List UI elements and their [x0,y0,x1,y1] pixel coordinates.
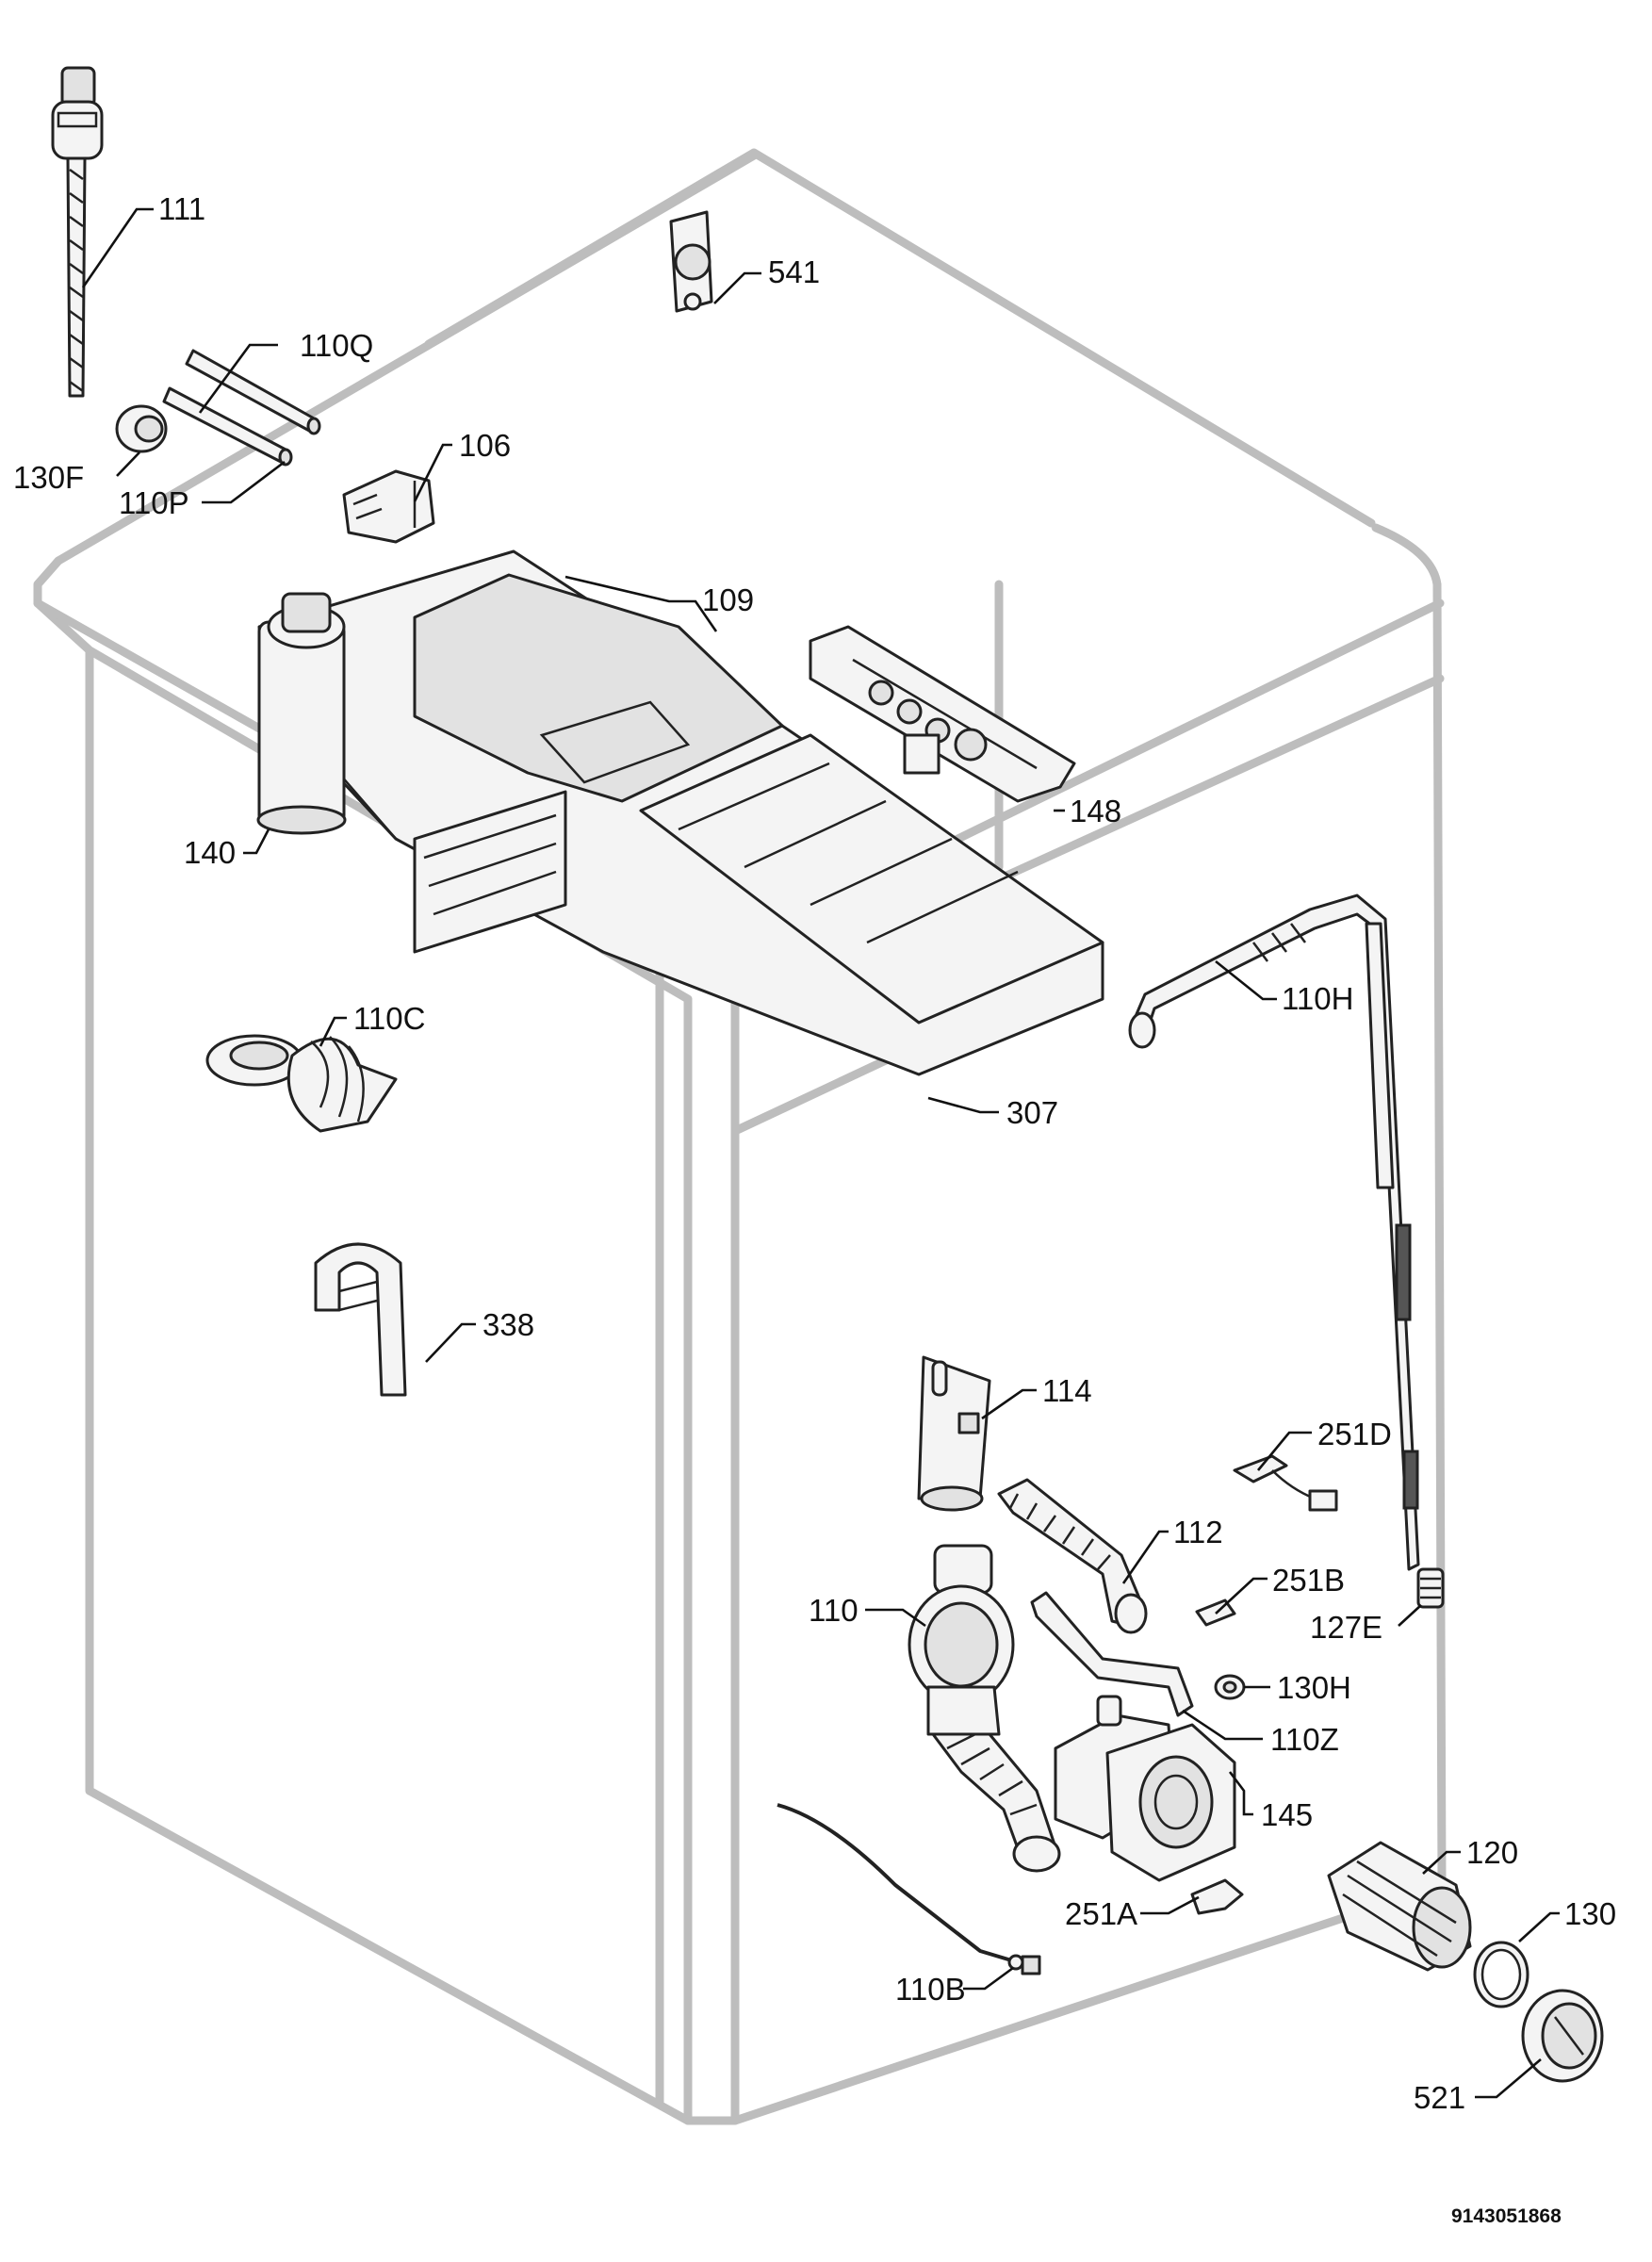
o-ring-part [1473,1941,1529,2008]
label-114: 114 [1042,1373,1092,1408]
label-130h: 130H [1277,1670,1351,1705]
label-251b: 251B [1272,1563,1345,1598]
label-521: 521 [1414,2080,1465,2115]
label-130: 130 [1564,1896,1616,1931]
leader-lines [81,207,1560,2099]
label-541: 541 [768,254,820,289]
top-bracket-part [669,210,713,313]
pump-filter-part [1327,1841,1472,1972]
pressure-chamber-part [917,1355,991,1512]
label-110z: 110Z [1270,1722,1339,1757]
label-127e: 127E [1310,1610,1382,1645]
sump-hose-part [908,1544,1061,1873]
label-338: 338 [483,1307,534,1342]
drawing-code: 9143051868 [1451,2205,1562,2227]
grommet-part [1214,1674,1246,1700]
label-130f: 130F [13,460,84,495]
corrugated-hose-part [997,1478,1148,1634]
label-307: 307 [1006,1095,1058,1130]
label-120: 120 [1466,1835,1518,1870]
label-106: 106 [459,428,511,463]
tubes-part [162,349,321,467]
inlet-hose-part [51,66,104,398]
label-145: 145 [1261,1797,1313,1832]
label-110b: 110B [895,1972,966,2007]
label-148: 148 [1070,794,1121,828]
dispenser-housing-part [257,549,1104,1076]
cable-b-part [777,1803,1041,1975]
label-110q: 110Q [300,328,373,363]
hose-z-part [1030,1591,1194,1717]
inlet-nut-part [115,404,168,453]
label-110: 110 [809,1593,859,1628]
filter-cap-part [1521,1989,1604,2083]
valve-part [342,469,435,544]
label-111: 111 [158,191,205,226]
pump-housing-part [1054,1695,1236,1882]
bellows-hose-part [205,1034,398,1133]
wire-harness-d-part [1233,1454,1338,1512]
connector-a-part [1190,1878,1244,1915]
label-110h: 110H [1282,981,1353,1016]
drain-hose-part [1128,893,1420,1571]
label-110p: 110P [119,485,189,520]
air-trap-cylinder-part [256,592,347,835]
label-109: 109 [702,582,754,617]
label-110c: 110C [353,1001,425,1036]
label-251d: 251D [1317,1417,1392,1451]
hose-end-cap-part [1416,1567,1445,1609]
part-labels: 111 541 110Q 130F 110P 106 109 148 140 1… [13,191,1616,2227]
label-140: 140 [184,835,236,870]
u-clip-part [314,1242,407,1397]
drawer-handle-part [809,625,1076,803]
label-251a: 251A [1065,1896,1137,1931]
label-112: 112 [1173,1515,1223,1549]
